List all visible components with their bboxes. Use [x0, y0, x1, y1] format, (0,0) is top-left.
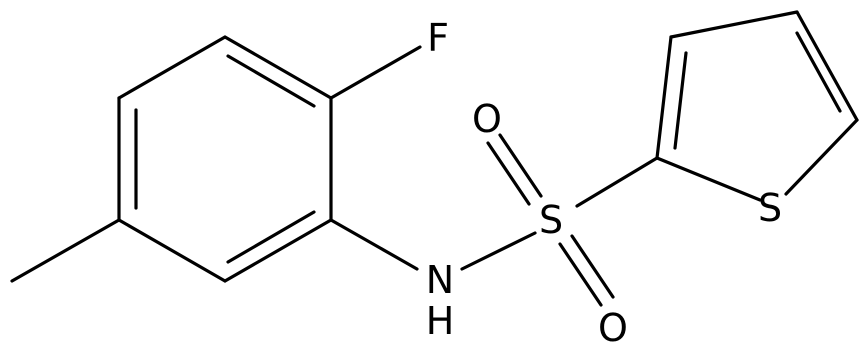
oxygen-bottom-atom-label: O: [598, 306, 628, 350]
sulfonyl-oxygen-top-bond-a: [498, 133, 543, 198]
sulfonyl-oxygen-bottom-bond-a: [558, 242, 603, 307]
benzene-bond-3-inner: [226, 210, 316, 264]
methyl-bond: [10, 218, 121, 283]
nitrogen-atom-label: N: [426, 258, 454, 302]
sulfonyl-sulfur-atom-label: S: [539, 198, 563, 242]
benzene-bond-1-inner: [226, 54, 316, 108]
sulfur-thiophene-bond: [575, 156, 659, 208]
benzene-bond-4: [117, 218, 227, 283]
oxygen-top-atom-label: O: [472, 97, 502, 141]
thiophene-ring: [655, 10, 859, 202]
thiophene-bond-c4-c5-inner: [795, 31, 842, 113]
nitrogen-sulfur-bond: [460, 231, 537, 271]
benzene-bond-3: [223, 218, 333, 283]
fluorine-atom-label: F: [427, 16, 449, 60]
benzene-ring: [117, 35, 333, 283]
aryl-nitrogen-bond: [329, 218, 419, 271]
sulfonyl-oxygen-bottom-bond-b: [570, 234, 615, 299]
thiophene-bond-c4-c5: [795, 10, 859, 122]
thiophene-sulfur-atom-label: S: [758, 186, 782, 230]
benzene-bond-1: [223, 35, 333, 100]
thiophene-bond-s-c2: [655, 156, 762, 202]
thiophene-bond-c2-c3-inner: [673, 51, 688, 150]
benzene-bond-6: [117, 35, 227, 100]
fluoro-bond: [329, 45, 422, 100]
thiophene-bond-c3-c4: [669, 10, 799, 39]
hydrogen-atom-label: H: [426, 299, 455, 343]
thiophene-bond-c2-c3: [655, 35, 673, 160]
sulfonyl-oxygen-top-bond-b: [486, 141, 531, 206]
thiophene-bond-c5-s: [784, 118, 859, 196]
